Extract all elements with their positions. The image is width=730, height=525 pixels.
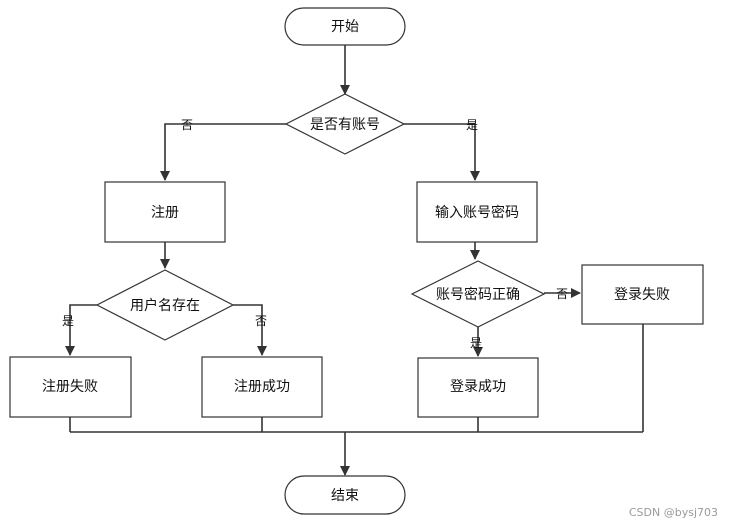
start-node: 开始: [284, 7, 406, 46]
start-label: 开始: [331, 19, 359, 35]
process-login-failed: 登录失败: [581, 264, 704, 325]
process-login-failed-label: 登录失败: [614, 287, 670, 303]
label-username-exists-yes: 是: [62, 314, 74, 328]
edge-exists-no-to-register-success: [233, 304, 267, 356]
process-register-failed-label: 注册失败: [42, 379, 98, 395]
process-enter-credentials: 输入账号密码: [416, 181, 538, 243]
decision-username-exists-label: 用户名存在: [130, 297, 200, 314]
decision-has-account: 是否有账号: [284, 93, 406, 155]
process-register-failed: 注册失败: [9, 356, 132, 418]
edge-exists-yes-to-register-failed: [65, 304, 97, 356]
process-login-success-label: 登录成功: [450, 379, 506, 395]
process-register-success: 注册成功: [201, 356, 323, 418]
watermark: CSDN @bysj703: [629, 506, 718, 519]
process-login-success: 登录成功: [417, 357, 539, 418]
process-enter-credentials-label: 输入账号密码: [435, 204, 519, 221]
decision-credentials-correct: 账号密码正确: [410, 260, 546, 328]
label-username-exists-no: 否: [255, 314, 267, 328]
process-register-label: 注册: [151, 205, 179, 221]
edge-no-to-register: [160, 123, 286, 181]
label-has-account-no: 否: [181, 118, 193, 132]
edge-yes-to-enter-credentials: [404, 123, 480, 181]
decision-has-account-label: 是否有账号: [310, 117, 380, 133]
label-credentials-correct-no: 否: [556, 287, 568, 301]
label-has-account-yes: 是: [466, 118, 478, 132]
label-credentials-correct-yes: 是: [470, 336, 482, 350]
end-label: 结束: [331, 488, 359, 504]
decision-username-exists: 用户名存在: [95, 269, 235, 341]
decision-credentials-correct-label: 账号密码正确: [436, 286, 520, 303]
process-register-success-label: 注册成功: [234, 379, 290, 395]
process-register: 注册: [104, 181, 226, 243]
end-node: 结束: [284, 475, 406, 515]
